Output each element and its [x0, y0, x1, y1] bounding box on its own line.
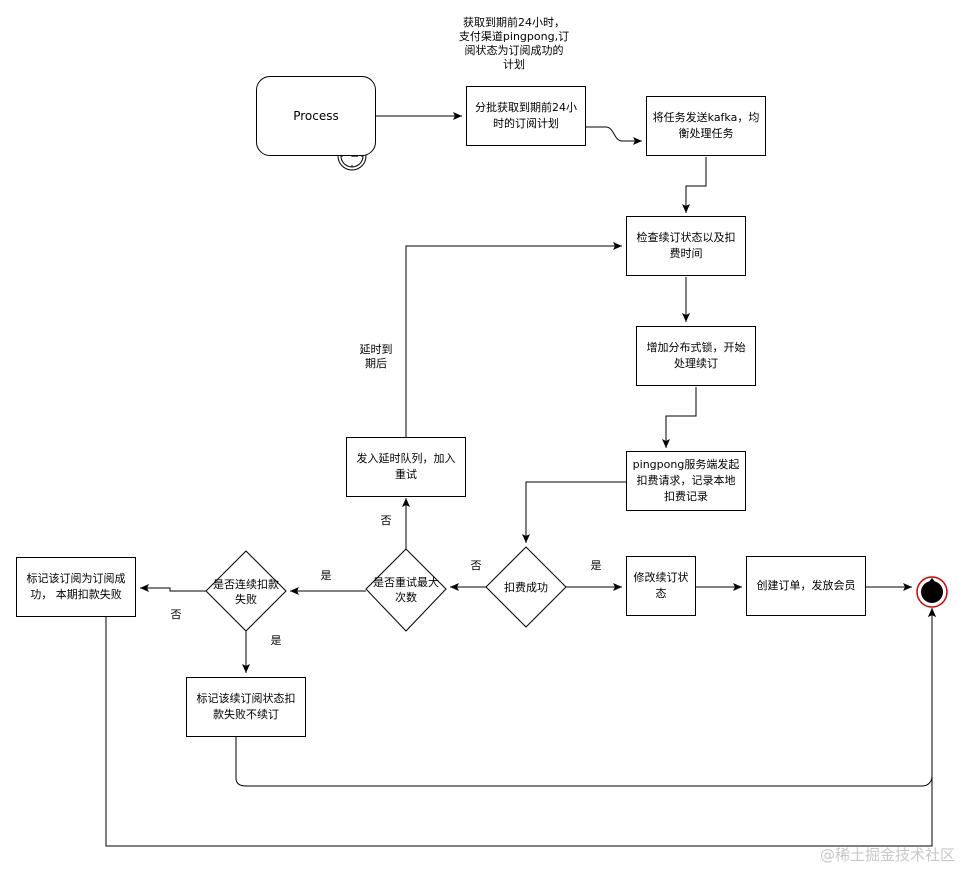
- add-lock-label: 增加分布式锁，开始 处理续订: [646, 341, 746, 370]
- process-label: Process: [293, 109, 339, 123]
- edge-label-yes-modify: 是: [590, 559, 602, 572]
- edge-label-yes-mark-fail: 是: [270, 634, 282, 647]
- edge-delay-to-check: [405, 242, 622, 437]
- decision-charge-success[interactable]: 扣费成功: [504, 580, 548, 594]
- delay-queue-label: 发入延时队列，加入 重试: [356, 452, 456, 481]
- edge-label-yes-consecutive: 是: [320, 569, 332, 582]
- edge-pingpong-to-decision: [522, 481, 626, 543]
- mark-success-label: 标记该订阅为订阅成 功， 本期扣款失败: [26, 572, 126, 601]
- modify-status-label: 修改续订状 态: [633, 571, 689, 600]
- end-event-icon: [916, 576, 948, 608]
- edge-mark-fail-to-end: [235, 608, 936, 787]
- mark-success-node[interactable]: 标记该订阅为订阅成 功， 本期扣款失败: [16, 557, 136, 617]
- edge-kafka-to-check: [682, 157, 707, 213]
- edge-label-no-retry: 否: [470, 559, 482, 572]
- edge-label-delay-expire: 延时到 期后: [359, 343, 393, 370]
- check-status-node[interactable]: 检查续订状态以及扣 费时间: [626, 216, 746, 276]
- edge-label-no-mark-success: 否: [170, 608, 182, 621]
- note-top: 获取到期前24小时， 支付渠道pingpong,订 阅状态为订阅成功的 计划: [458, 16, 570, 71]
- create-order-label: 创建订单，发放会员: [756, 579, 856, 592]
- check-status-label: 检查续订状态以及扣 费时间: [636, 231, 736, 260]
- batch-fetch-label: 分批获取到期前24小 时的订阅计划: [475, 101, 577, 130]
- add-lock-node[interactable]: 增加分布式锁，开始 处理续订: [636, 326, 756, 386]
- decision-consecutive-fail[interactable]: 是否连续扣款 失败: [213, 578, 279, 606]
- send-kafka-node[interactable]: 将任务发送kafka，均 衡处理任务: [646, 96, 766, 156]
- edge-consecutive-to-mark-success: [140, 584, 206, 592]
- edge-label-no-delay: 否: [380, 514, 392, 527]
- batch-fetch-node[interactable]: 分批获取到期前24小 时的订阅计划: [466, 86, 586, 146]
- process-node[interactable]: Process: [256, 76, 376, 156]
- send-kafka-label: 将任务发送kafka，均 衡处理任务: [652, 111, 760, 140]
- decision-max-retry-shape: [365, 548, 447, 632]
- edge-mark-success-to-end: [105, 608, 936, 847]
- pingpong-request-label: pingpong服务端发起 扣费请求，记录本地 扣费记录: [632, 458, 740, 503]
- pingpong-request-node[interactable]: pingpong服务端发起 扣费请求，记录本地 扣费记录: [626, 451, 746, 511]
- delay-queue-node[interactable]: 发入延时队列，加入 重试: [346, 437, 466, 497]
- mark-fail-node[interactable]: 标记该续订阅状态扣 款失败不续订: [186, 677, 306, 737]
- edge-lock-to-pingpong: [662, 387, 697, 448]
- edge-batch-to-kafka: [586, 126, 642, 145]
- watermark: @稀土掘金技术社区: [819, 846, 955, 864]
- mark-fail-label: 标记该续订阅状态扣 款失败不续订: [196, 692, 296, 721]
- modify-status-node[interactable]: 修改续订状 态: [626, 556, 696, 616]
- create-order-node[interactable]: 创建订单，发放会员: [746, 556, 866, 616]
- decision-max-retry[interactable]: 是否重试最大 次数: [373, 576, 439, 604]
- decision-charge-success-shape: [485, 546, 567, 628]
